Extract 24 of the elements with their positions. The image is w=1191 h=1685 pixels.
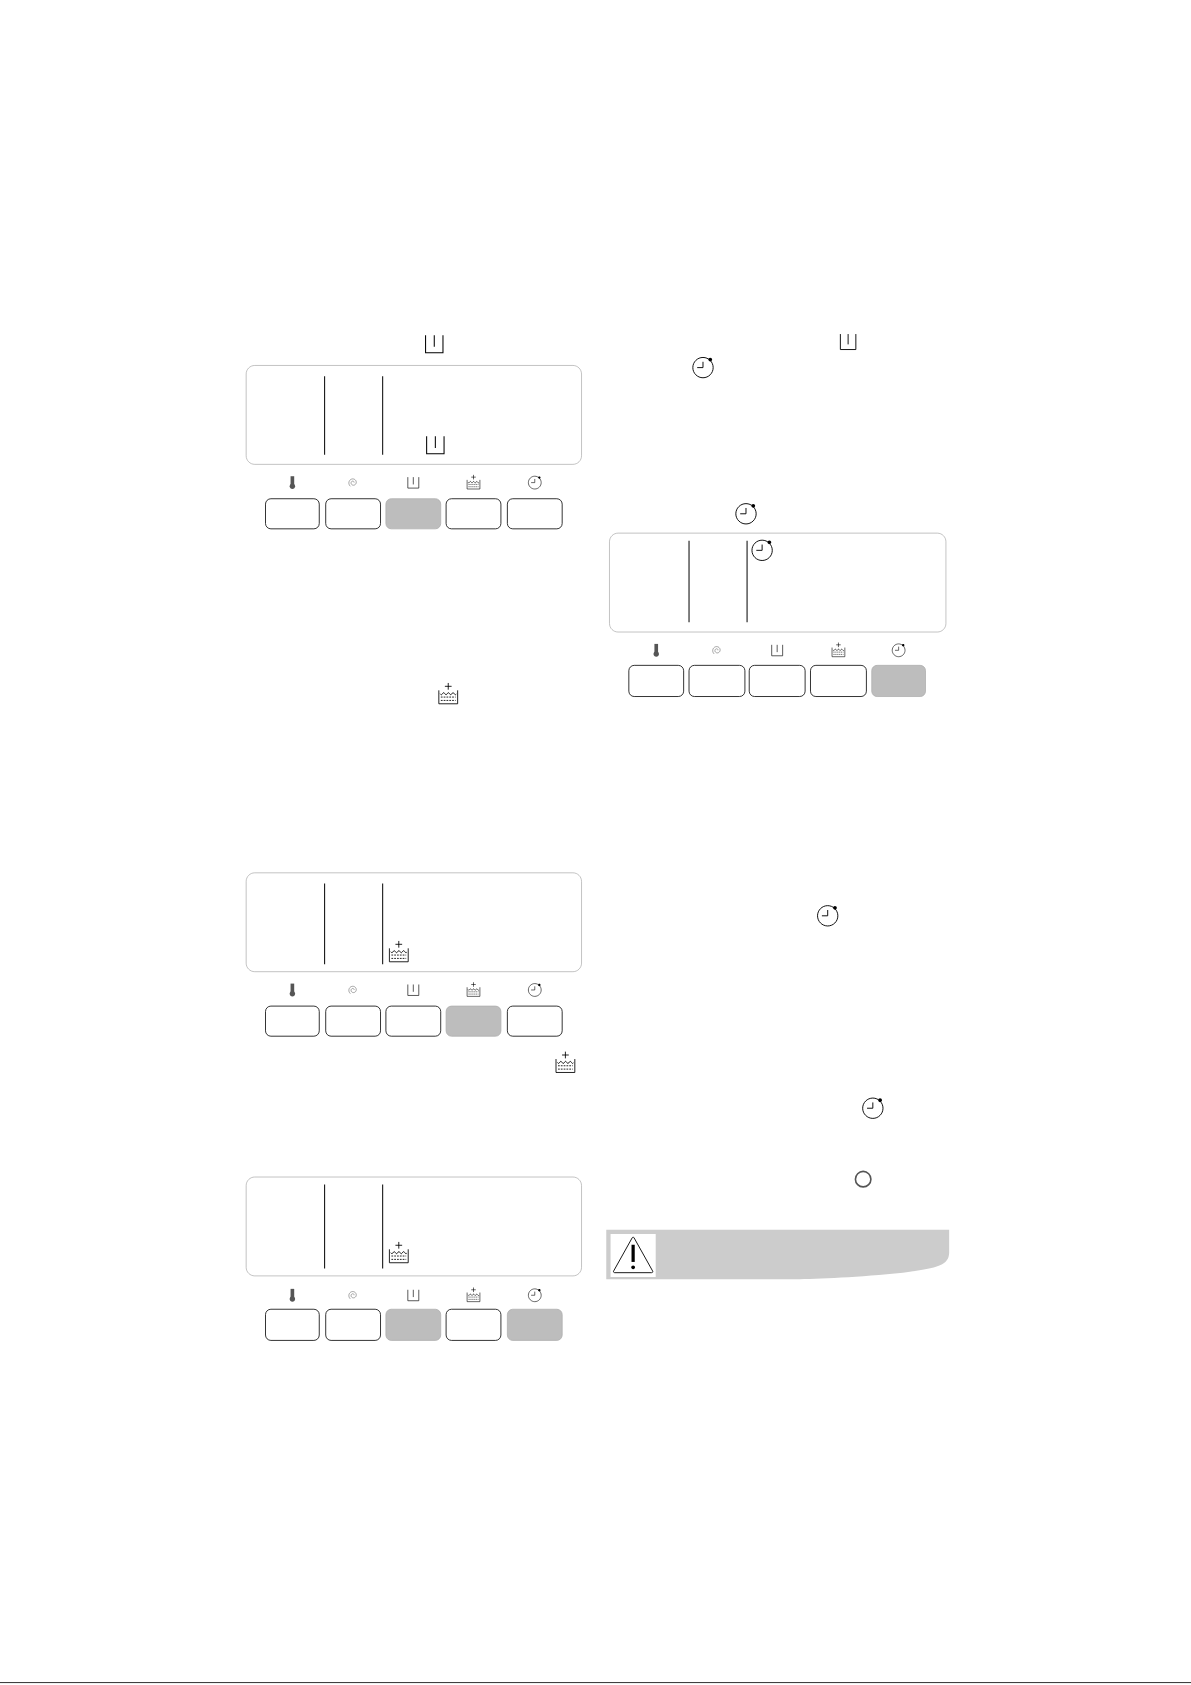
button — [325, 498, 381, 530]
button — [748, 664, 806, 697]
button — [385, 1005, 442, 1037]
button — [506, 498, 563, 530]
button — [385, 1308, 442, 1341]
button — [506, 1308, 563, 1341]
button — [265, 1005, 320, 1037]
button — [265, 1308, 320, 1341]
button — [325, 1005, 381, 1037]
display-panel — [609, 532, 947, 633]
button — [325, 1308, 381, 1341]
button — [385, 498, 442, 530]
display-panel — [245, 1176, 582, 1277]
button — [445, 498, 502, 530]
button — [506, 1005, 563, 1037]
button — [445, 1005, 502, 1037]
display-panel — [245, 365, 582, 465]
display-panel — [245, 872, 582, 972]
button — [871, 664, 926, 697]
button — [628, 664, 685, 697]
button — [810, 664, 867, 697]
button — [688, 664, 746, 697]
button — [445, 1308, 502, 1341]
button — [265, 498, 320, 530]
